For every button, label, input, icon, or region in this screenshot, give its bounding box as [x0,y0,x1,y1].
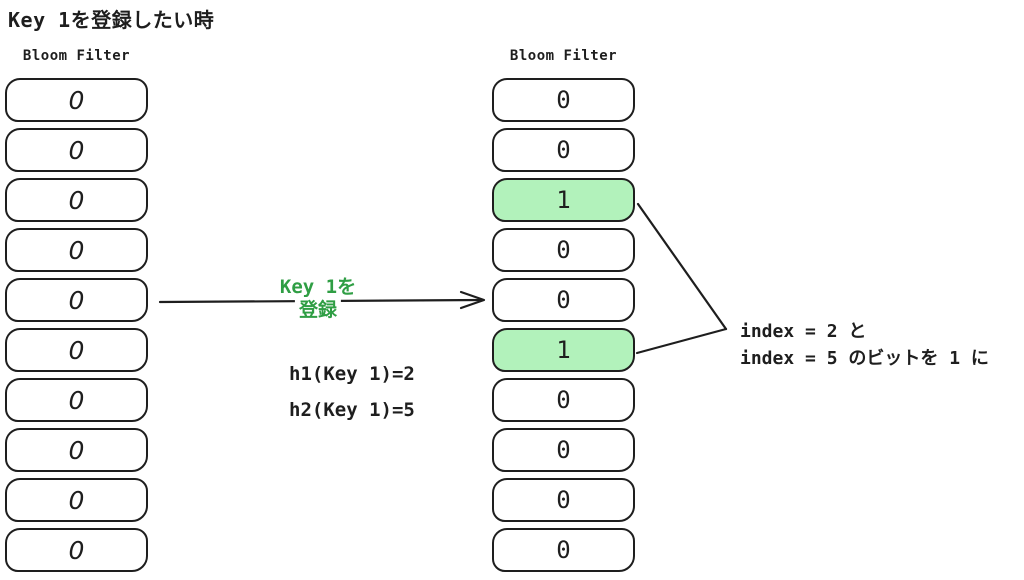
register-arrow-label-line1: Key 1を [275,276,361,299]
connector-index-5 [635,327,728,355]
bit-cell: 0 [5,228,148,272]
index-annotation-line1: index = 2 と [740,321,867,342]
bit-cell: 0 [5,428,148,472]
hash-function-2: h2(Key 1)=5 [289,399,415,421]
bit-cell: 0 [492,428,635,472]
register-arrow-label-line2: 登録 [294,299,342,322]
bit-cell: 0 [492,78,635,122]
connector-index-2 [636,202,728,331]
bloom-filter-before-column: 0 0 0 0 0 0 0 0 0 0 [5,78,148,572]
bit-cell: 0 [492,478,635,522]
bit-cell: 0 [5,278,148,322]
bit-cell: 0 [492,228,635,272]
bit-cell: 0 [492,378,635,422]
register-arrow-label: Key 1を 登録 [275,276,361,322]
index-annotation: index = 2 と index = 5 のビットを 1 に [740,318,989,372]
bit-cell: 0 [5,178,148,222]
bit-cell: 0 [5,378,148,422]
index-annotation-line2: index = 5 のビットを 1 に [740,348,989,369]
bit-cell: 0 [5,328,148,372]
bit-cell: 0 [5,128,148,172]
bit-cell: 0 [5,528,148,572]
bit-cell: 0 [492,528,635,572]
diagram-title: Key 1を登録したい時 [8,8,215,32]
left-column-label: Bloom Filter [22,48,131,64]
bloom-filter-after-column: 0 0 1 0 0 1 0 0 0 0 [492,78,635,572]
bit-cell: 0 [5,78,148,122]
hash-function-1: h1(Key 1)=2 [289,363,415,385]
bit-cell: 0 [492,278,635,322]
bit-cell: 0 [5,478,148,522]
bit-cell: 0 [492,128,635,172]
bit-cell-set: 1 [492,328,635,372]
right-column-label: Bloom Filter [509,48,618,64]
bit-cell-set: 1 [492,178,635,222]
register-arrow-head [459,290,486,310]
